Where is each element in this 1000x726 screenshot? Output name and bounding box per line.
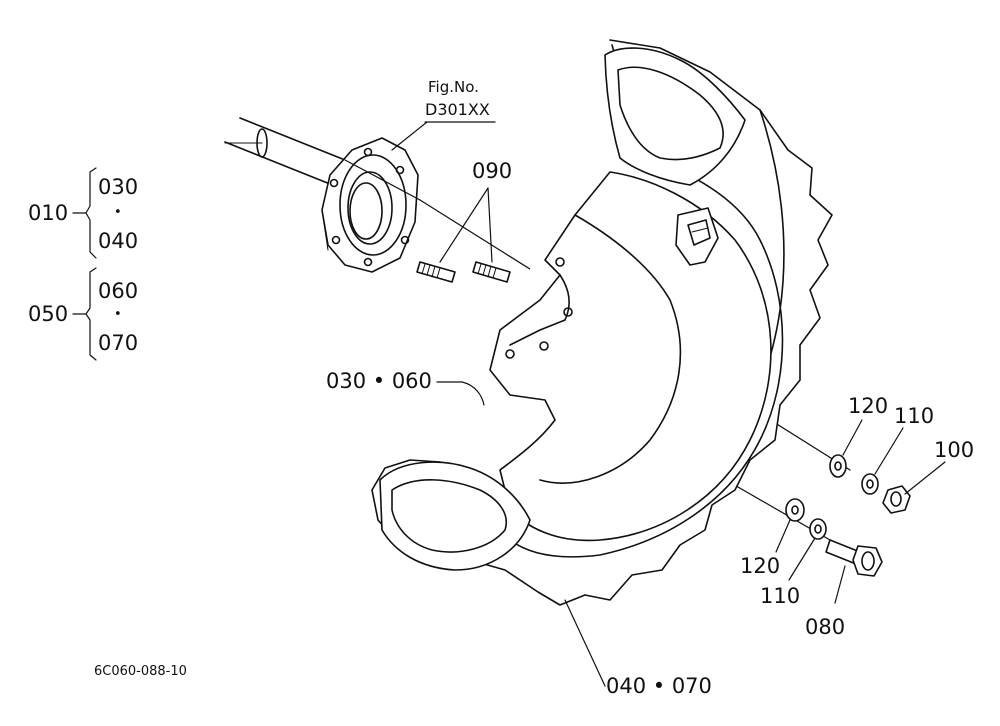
leader-lines [391,121,946,687]
callout-bolt: 080 [805,615,846,639]
callout-tire: 040 • 070 [606,674,712,698]
group-member-070: 070 [98,331,139,355]
axle-shaft [224,117,346,185]
fasteners [785,454,911,577]
stud-bolts [416,261,511,283]
callout-rim: 030 • 060 [326,369,432,393]
callout-washer-upper: 120 [848,394,889,418]
group-sep-1: • [114,205,122,220]
figure-ref-number: D301XX [425,100,490,119]
wheel-rim [379,47,772,571]
group-parent-010: 010 [28,201,69,225]
drawing-number: 6C060-088-10 [94,664,187,679]
group-member-030: 030 [98,175,139,199]
callout-washer-lower: 120 [740,554,781,578]
figure-ref-label: Fig.No. [428,78,479,96]
group-brackets [72,167,97,361]
callout-nut: 100 [934,438,975,462]
hub-flange [321,137,419,273]
group-sep-2: • [114,307,122,322]
callout-lockwasher-lower: 110 [760,584,801,608]
group-member-040: 040 [98,229,139,253]
callout-lockwasher-upper: 110 [894,404,935,428]
group-parent-050: 050 [28,302,69,326]
group-member-060: 060 [98,279,139,303]
callout-studs: 090 [472,159,513,183]
